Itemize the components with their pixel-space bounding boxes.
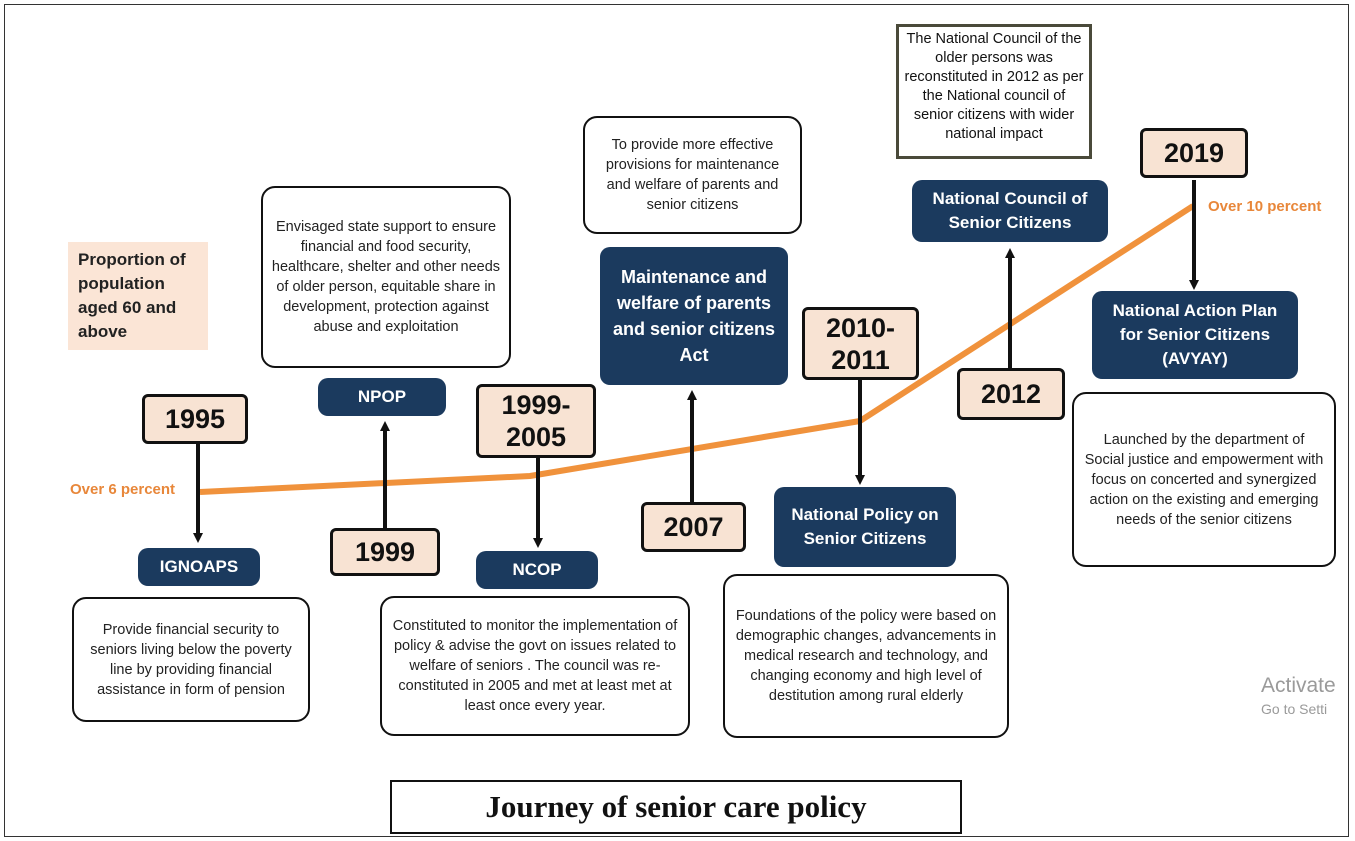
watermark-line-2: Go to Setti	[1261, 701, 1328, 717]
scheme-npop: NPOP	[318, 378, 446, 416]
population-trend-line	[199, 203, 1195, 495]
scheme-national-council: National Council of Senior Citizens	[912, 180, 1108, 242]
percent-start-label: Over 6 percent	[70, 481, 176, 498]
diagram-frame	[4, 4, 1349, 837]
watermark-line-1: Activate	[1261, 674, 1336, 697]
desc-ncop: Constituted to monitor the implementatio…	[380, 596, 690, 736]
year-1999-2005: 1999-2005	[476, 384, 596, 458]
desc-national-policy: Foundations of the policy were based on …	[723, 574, 1009, 738]
scheme-ncop: NCOP	[476, 551, 598, 589]
desc-avyay: Launched by the department of Social jus…	[1072, 392, 1336, 567]
desc-npop: Envisaged state support to ensure financ…	[261, 186, 511, 368]
year-2007: 2007	[641, 502, 746, 552]
year-2019: 2019	[1140, 128, 1248, 178]
year-2012: 2012	[957, 368, 1065, 420]
year-1995: 1995	[142, 394, 248, 444]
percent-end-label: Over 10 percent	[1208, 198, 1322, 215]
legend-label: Proportion of population aged 60 and abo…	[68, 242, 208, 350]
desc-maintenance-act: To provide more effective provisions for…	[583, 116, 802, 234]
scheme-avyay: National Action Plan for Senior Citizens…	[1092, 291, 1298, 379]
desc-ignoaps: Provide financial security to seniors li…	[72, 597, 310, 722]
scheme-ignoaps: IGNOAPS	[138, 548, 260, 586]
desc-national-council: The National Council of the older person…	[896, 24, 1092, 159]
year-1999: 1999	[330, 528, 440, 576]
page-title: Journey of senior care policy	[390, 780, 962, 834]
activation-watermark: Activate Go to Setti	[1261, 673, 1353, 719]
scheme-national-policy: National Policy on Senior Citizens	[774, 487, 956, 567]
scheme-maintenance-act: Maintenance and welfare of parents and s…	[600, 247, 788, 385]
year-2010-2011: 2010-2011	[802, 307, 919, 380]
